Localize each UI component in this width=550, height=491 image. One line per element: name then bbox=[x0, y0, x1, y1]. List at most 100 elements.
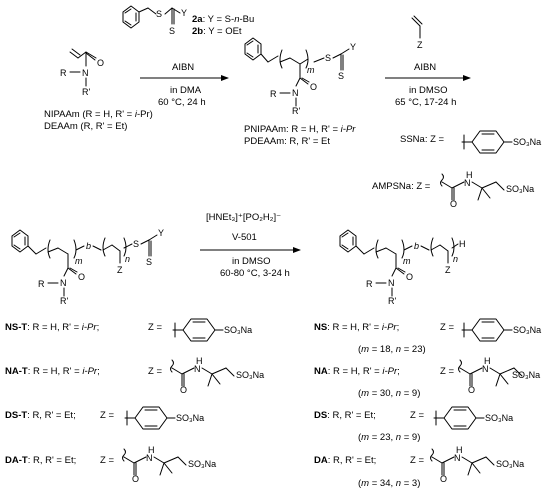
svg-text:SO₃Na: SO₃Na bbox=[224, 325, 252, 335]
block-copolymer-raft-structure: m O N R R' b n Z S Y S bbox=[11, 228, 164, 306]
ssna-so3na: SO₃Na bbox=[513, 137, 541, 147]
svg-text:SO₃Na: SO₃Na bbox=[176, 413, 204, 423]
svg-text:Z =: Z = bbox=[100, 410, 114, 421]
svg-text:m: m bbox=[307, 65, 315, 75]
svg-text:2a: Y = S-n-Bu: 2a: Y = S-n-Bu bbox=[192, 14, 254, 25]
svg-text:m: m bbox=[75, 256, 83, 266]
raft-y-atom: Y bbox=[181, 8, 187, 18]
svg-text:O: O bbox=[440, 474, 447, 484]
svg-text:Z =: Z = bbox=[410, 410, 424, 421]
monomer-labels: NIPAAm (R = H, R' = i-Pr) DEAAm (R, R' =… bbox=[44, 109, 153, 132]
right-list: NS: R = H, R' = i-Pr; Z = SO₃Na (m = 18,… bbox=[314, 318, 541, 489]
svg-text:b: b bbox=[86, 241, 91, 251]
svg-text:AMPSNa: Z =: AMPSNa: Z = bbox=[372, 181, 431, 192]
svg-text:SO₃Na: SO₃Na bbox=[188, 459, 216, 469]
svg-text:in DMSO: in DMSO bbox=[232, 256, 271, 267]
svg-text:O: O bbox=[406, 272, 413, 282]
svg-text:H: H bbox=[148, 445, 155, 455]
raft-agent-labels: 2a: Y = S-n-Bu 2b: Y = OEt bbox=[192, 14, 254, 37]
svg-text:b: b bbox=[414, 241, 419, 251]
svg-text:(m = 34, n = 3): (m = 34, n = 3) bbox=[358, 478, 420, 489]
svg-text:R: R bbox=[366, 279, 373, 289]
right-item-da: DA: R, R' = Et; Z = N H O SO₃Na (m = 34,… bbox=[314, 445, 524, 489]
svg-text:Z =: Z = bbox=[440, 366, 454, 377]
svg-text:(m = 23, n = 9): (m = 23, n = 9) bbox=[358, 432, 420, 443]
svg-text:Y: Y bbox=[158, 228, 164, 238]
monomer-rp-atom: R' bbox=[82, 87, 90, 97]
svg-text:R': R' bbox=[292, 106, 300, 116]
monomer-n-atom: N bbox=[82, 68, 89, 78]
monomer-r-atom: R bbox=[60, 68, 67, 78]
svg-text:in DMA: in DMA bbox=[170, 85, 202, 96]
svg-text:2b: Y = OEt: 2b: Y = OEt bbox=[192, 26, 242, 37]
svg-text:N: N bbox=[464, 178, 471, 188]
arrow-step-3: [HNEt₃]⁺[PO₂H₂]⁻ V-501 in DMSO 60-80 °C,… bbox=[200, 212, 301, 279]
svg-text:Z =: Z = bbox=[148, 322, 162, 333]
svg-text:V-501: V-501 bbox=[232, 232, 257, 243]
svg-text:S: S bbox=[325, 53, 331, 63]
svg-text:H: H bbox=[196, 356, 203, 366]
svg-text:NA: R = H, R' = i-Pr;: NA: R = H, R' = i-Pr; bbox=[314, 366, 400, 377]
raft-s-atom: S bbox=[156, 9, 162, 19]
svg-text:[HNEt₃]⁺[PO₂H₂]⁻: [HNEt₃]⁺[PO₂H₂]⁻ bbox=[206, 212, 281, 223]
svg-text:DEAAm (R, R' = Et): DEAAm (R, R' = Et) bbox=[44, 121, 127, 132]
svg-text:SO₃Na: SO₃Na bbox=[496, 459, 524, 469]
svg-text:65 °C, 17-24 h: 65 °C, 17-24 h bbox=[395, 97, 456, 108]
svg-text:Z: Z bbox=[445, 265, 451, 275]
svg-text:Z =: Z = bbox=[100, 455, 114, 466]
svg-text:Z: Z bbox=[117, 265, 123, 275]
svg-text:DS-T: R, R' = Et;: DS-T: R, R' = Et; bbox=[5, 410, 76, 421]
monomer-o-atom: O bbox=[97, 58, 104, 68]
svg-text:NIPAAm (R = H, R' = i-Pr): NIPAAm (R = H, R' = i-Pr) bbox=[44, 109, 153, 120]
left-item-na-t: NA-T: R = H, R' = i-Pr; Z = N H O SO₃Na bbox=[5, 356, 264, 395]
svg-text:N: N bbox=[388, 278, 395, 288]
svg-text:Z: Z bbox=[417, 40, 423, 50]
svg-text:O: O bbox=[180, 385, 187, 395]
svg-text:N: N bbox=[482, 364, 489, 374]
svg-text:PDEAAm: R, R' = Et: PDEAAm: R, R' = Et bbox=[244, 136, 330, 147]
svg-text:NS: R = H, R' = i-Pr;: NS: R = H, R' = i-Pr; bbox=[314, 322, 399, 333]
svg-text:DA: R, R' = Et;: DA: R, R' = Et; bbox=[314, 455, 376, 466]
right-item-ds: DS: R, R' = Et; Z = SO₃Na (m = 23, n = 9… bbox=[314, 406, 513, 443]
svg-text:R: R bbox=[270, 89, 277, 99]
svg-text:60-80 °C, 3-24 h: 60-80 °C, 3-24 h bbox=[220, 268, 290, 279]
svg-text:O: O bbox=[450, 199, 457, 209]
left-item-ds-t: DS-T: R, R' = Et; Z = SO₃Na bbox=[5, 406, 204, 430]
svg-text:S: S bbox=[338, 71, 344, 81]
left-item-ns-t: NS-T: R = H, R' = i-Pr; Z = SO₃Na bbox=[5, 318, 252, 342]
svg-text:DS: R, R' = Et;: DS: R, R' = Et; bbox=[314, 410, 376, 421]
svg-text:Z =: Z = bbox=[148, 366, 162, 377]
svg-text:m: m bbox=[403, 256, 411, 266]
svg-text:O: O bbox=[310, 82, 317, 92]
svg-text:NA-T: R = H, R' = i-Pr;: NA-T: R = H, R' = i-Pr; bbox=[5, 366, 100, 377]
arrow-step-2: AIBN in DMSO 65 °C, 17-24 h bbox=[385, 62, 471, 108]
svg-text:in DMSO: in DMSO bbox=[409, 85, 448, 96]
svg-text:R': R' bbox=[60, 296, 68, 306]
svg-text:N: N bbox=[292, 88, 299, 98]
vinyl-monomer-structure: Z bbox=[411, 15, 423, 50]
svg-text:R': R' bbox=[388, 296, 396, 306]
svg-text:(m = 30, n = 9): (m = 30, n = 9) bbox=[358, 388, 420, 399]
svg-text:(m = 18, n = 23): (m = 18, n = 23) bbox=[358, 344, 426, 355]
svg-text:DA-T: R, R' = Et;: DA-T: R, R' = Et; bbox=[5, 455, 76, 466]
svg-text:O: O bbox=[468, 385, 475, 395]
block-copolymer-product-structure: m O N R R' b n Z H bbox=[339, 229, 466, 306]
svg-text:R: R bbox=[38, 279, 45, 289]
svg-text:n: n bbox=[125, 254, 130, 264]
svg-text:H: H bbox=[456, 445, 463, 455]
svg-text:SO₃Na: SO₃Na bbox=[512, 370, 540, 380]
svg-text:O: O bbox=[78, 272, 85, 282]
svg-text:H: H bbox=[484, 356, 491, 366]
label-2a: 2a bbox=[192, 14, 203, 25]
svg-text:S: S bbox=[133, 239, 139, 249]
ssna-definition: SSNa: Z = SO₃Na bbox=[400, 130, 541, 154]
right-item-na: NA: R = H, R' = i-Pr; Z = N H O SO₃Na (m… bbox=[314, 356, 540, 399]
right-item-ns: NS: R = H, R' = i-Pr; Z = SO₃Na (m = 18,… bbox=[314, 318, 541, 355]
raft-thione-s-atom: S bbox=[169, 26, 175, 36]
svg-text:N: N bbox=[146, 453, 153, 463]
svg-text:SSNa: Z =: SSNa: Z = bbox=[400, 134, 445, 145]
svg-text:N: N bbox=[454, 453, 461, 463]
svg-text:Z =: Z = bbox=[440, 322, 454, 333]
svg-text:SO₃Na: SO₃Na bbox=[236, 370, 264, 380]
